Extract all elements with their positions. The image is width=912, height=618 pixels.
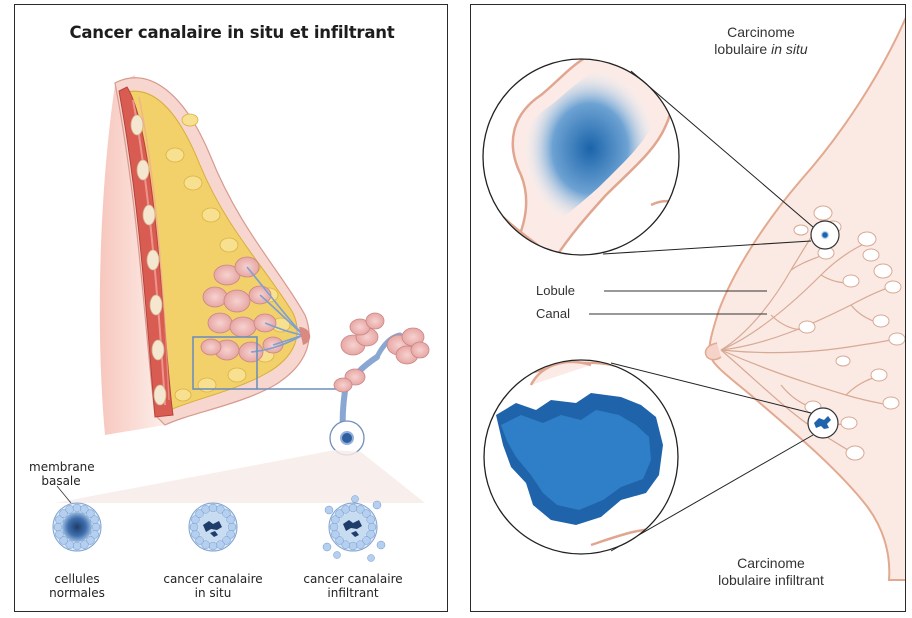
epithelial-cell: [73, 542, 81, 550]
epithelial-cell: [66, 505, 74, 513]
epithelial-cell: [228, 523, 236, 531]
epithelial-cell: [367, 516, 375, 524]
epithelial-cell: [330, 523, 338, 531]
epithelial-cell: [92, 523, 100, 531]
epithelial-cell: [209, 542, 217, 550]
infiltrant-magnified: [471, 360, 681, 571]
epithelial-cell: [55, 530, 63, 538]
lobule-label: Lobule: [536, 282, 596, 299]
enlarged-lobule: [334, 313, 429, 431]
in-situ-magnified: [471, 49, 701, 265]
epithelial-cell: [227, 516, 235, 524]
epithelial-cell: [356, 541, 364, 549]
epithelial-cell: [349, 542, 357, 550]
epithelial-cell: [349, 504, 357, 512]
membrane-pointer: [57, 486, 71, 503]
epithelial-cell: [191, 530, 199, 538]
epithelial-cell: [209, 504, 217, 512]
zoom-beam: [55, 450, 425, 503]
epithelial-cell: [73, 504, 81, 512]
cell-section-normal: [53, 503, 101, 551]
epithelial-cell: [54, 523, 62, 531]
cell-section-in-situ: [189, 503, 237, 551]
epithelial-cell: [368, 523, 376, 531]
epithelial-cell: [216, 541, 224, 549]
epithelial-cell: [342, 505, 350, 513]
epithelial-cell: [91, 516, 99, 524]
breast-profile: [709, 15, 906, 580]
ductal-illustration: [15, 5, 448, 612]
cell-section-infiltrant: [323, 496, 385, 562]
epithelial-cell: [331, 530, 339, 538]
epithelial-cell: [80, 541, 88, 549]
epithelial-cell: [202, 505, 210, 513]
canal-label: Canal: [536, 305, 596, 322]
ductal-cancer-panel: Cancer canalaire in situ et infiltrant: [14, 4, 448, 612]
epithelial-cell: [190, 523, 198, 531]
